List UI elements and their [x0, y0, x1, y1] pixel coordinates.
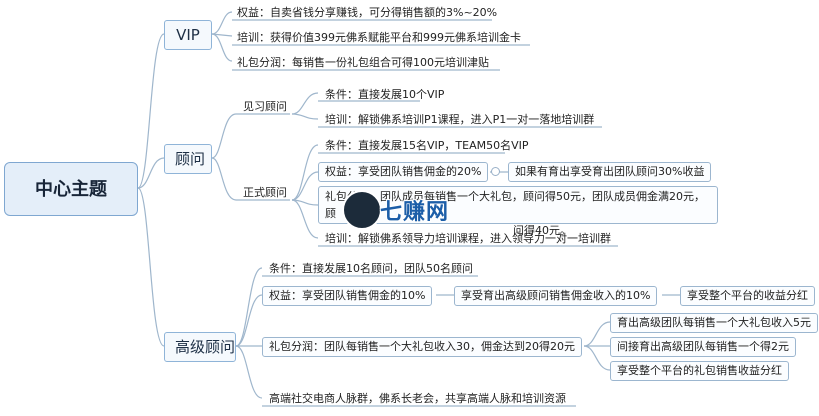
connector-root-vip — [137, 33, 165, 189]
vip-training: 培训：获得价值399元佛系赋能平台和999元佛系培训金卡 — [237, 31, 521, 44]
connector-advisor-formal — [211, 157, 237, 201]
senior-rights-3: 享受整个平台的收益分红 — [680, 286, 815, 306]
senior-gift-share: 礼包分润：团队每销售一个大礼包收入30，佣金达到20得20元 — [262, 337, 582, 357]
connector-root-senior — [137, 187, 165, 347]
senior-gift-sub-2: 间接育出高级团队每销售一个得2元 — [610, 337, 796, 357]
formal-rights-extra: 如果有育出享受育出团队顾问30%收益 — [508, 162, 712, 182]
watermark-logo-icon — [342, 190, 382, 230]
intern-condition: 条件：直接发展10个VIP — [325, 88, 445, 101]
senior-rights: 权益：享受团队销售佣金的10% — [262, 286, 433, 306]
branch-advisor: 顾问 — [164, 144, 212, 174]
connector-advisor-intern — [211, 113, 237, 159]
watermark: 七赚网 — [342, 190, 492, 234]
connector-root-advisor — [137, 157, 165, 189]
formal-gift-line-2: 问得40元。 — [513, 224, 571, 237]
branch-vip: VIP — [164, 20, 212, 50]
formal-rights: 权益：享受团队销售佣金的20% — [318, 162, 489, 182]
formal-gift-share: 礼包分润：团队成员每销售一个大礼包，顾问得50元，团队成员佣金满20元，顾 问得… — [318, 186, 718, 237]
senior-gift-sub-1: 育出高级团队每销售一个大礼包收入5元 — [610, 313, 818, 333]
formal-advisor-label: 正式顾问 — [243, 186, 287, 199]
root-node: 中心主题 — [4, 162, 138, 216]
senior-rights-2: 享受育出高级顾问销售佣金收入的10% — [454, 286, 658, 306]
vip-rights: 权益：自卖省钱分享赚钱，可分得销售额的3%~20% — [237, 6, 498, 19]
formal-gift-line-1: 礼包分润：团队成员每销售一个大礼包，顾问得50元，团队成员佣金满20元，顾 — [325, 190, 705, 220]
branch-senior-advisor: 高级顾问 — [164, 332, 236, 362]
senior-network: 高端社交电商人脉群，佛系长老会，共享高端人脉和培训资源 — [269, 392, 566, 405]
connector-vip-2 — [211, 33, 233, 37]
vip-gift-share: 礼包分润：每销售一份礼包组合可得100元培训津贴 — [237, 56, 489, 69]
collapse-dot[interactable] — [491, 167, 500, 176]
senior-gift-sub-3: 享受整个平台的礼包销售收益分红 — [610, 361, 789, 381]
watermark-text: 七赚网 — [380, 200, 450, 225]
senior-condition: 条件：直接发展10名顾问，团队50名顾问 — [269, 262, 473, 275]
connector-vip-1 — [211, 11, 233, 35]
formal-condition: 条件：直接发展15名VIP，TEAM50名VIP — [325, 139, 529, 152]
intern-advisor-label: 见习顾问 — [243, 100, 287, 113]
formal-training: 培训：解锁佛系领导力培训课程，进入领导力一对一培训群 — [325, 232, 611, 245]
connector-vip-3 — [211, 33, 233, 62]
intern-training: 培训：解锁佛系培训P1课程，进入P1一对一落地培训群 — [325, 113, 595, 126]
